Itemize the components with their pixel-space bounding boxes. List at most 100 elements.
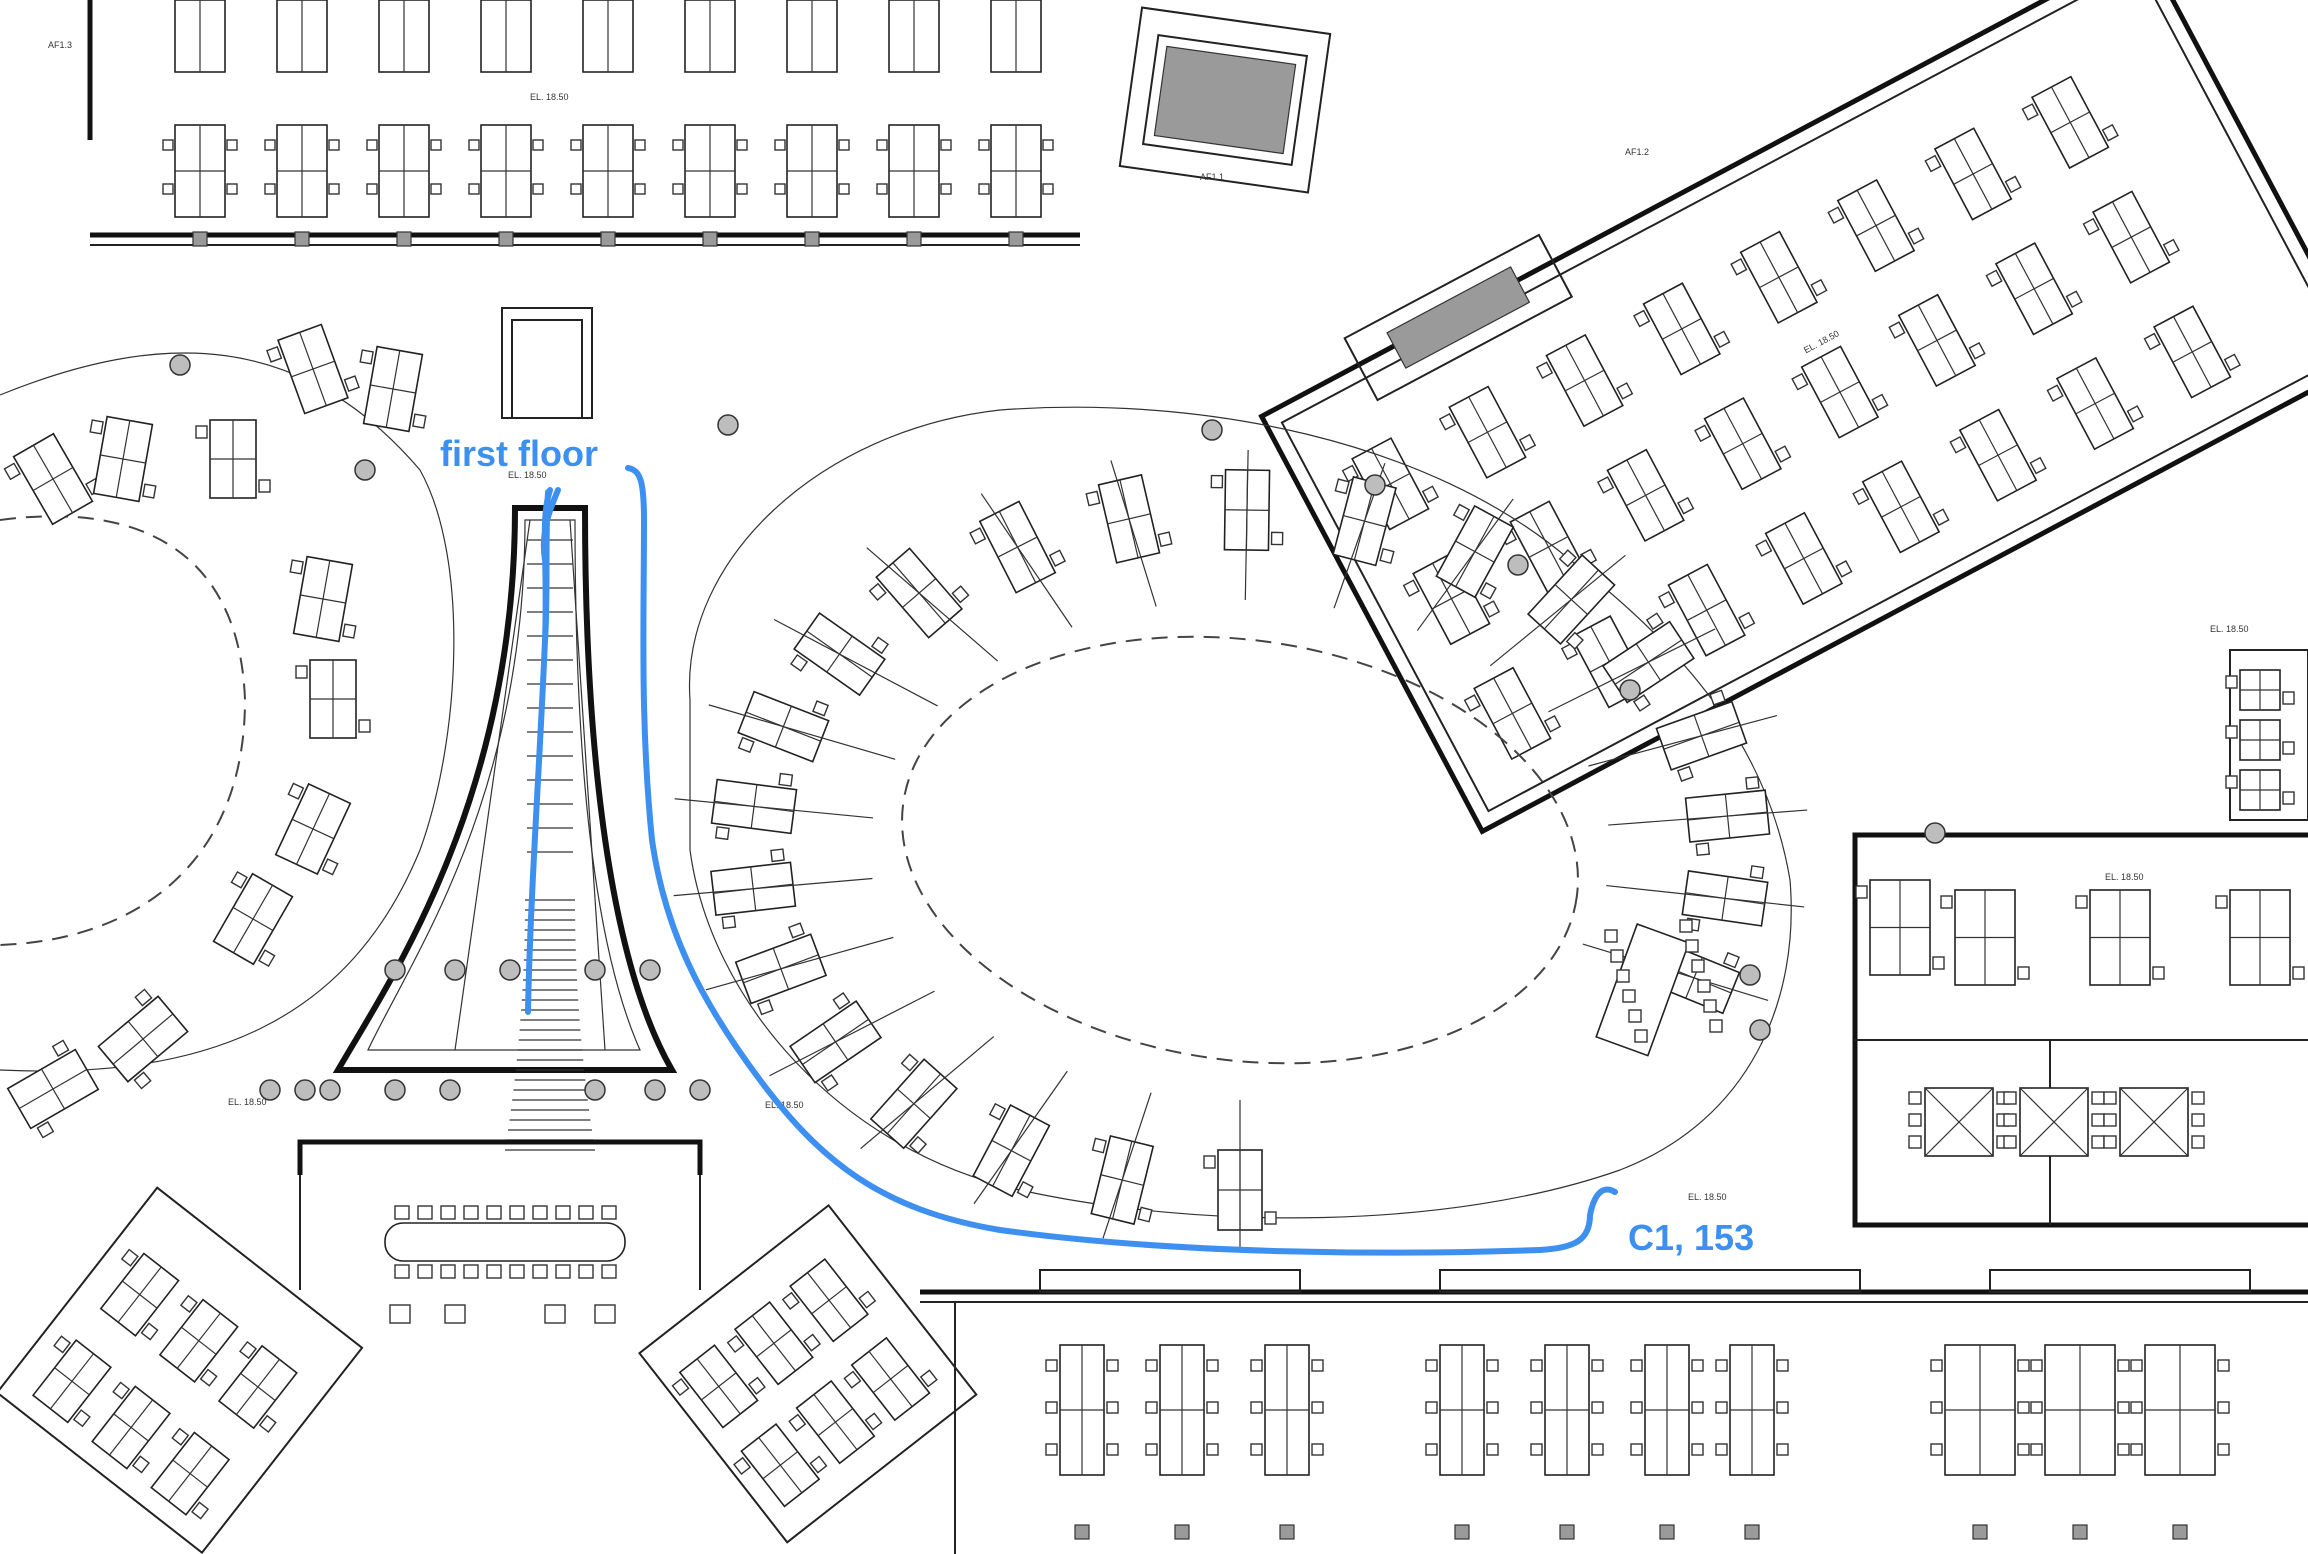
workstation-cluster	[2082, 190, 2180, 284]
chair	[1697, 979, 1711, 993]
workstation-cluster	[1145, 1344, 1219, 1540]
chair	[532, 1205, 548, 1220]
column	[717, 414, 739, 436]
workstation-cluster	[1715, 1344, 1789, 1540]
column	[1924, 822, 1946, 844]
chair	[1616, 969, 1630, 983]
elev-tag-4: EL. 18.50	[228, 1097, 267, 1107]
workstation-cluster	[1045, 1344, 1119, 1540]
chair	[532, 1264, 548, 1279]
column	[639, 959, 661, 981]
column	[499, 959, 521, 981]
elev-tag-7: EL. 18.50	[2105, 872, 2144, 882]
workstation-pod	[2225, 719, 2295, 761]
partition-line	[773, 619, 938, 707]
partition-line	[1102, 1092, 1152, 1239]
office-desk	[843, 1336, 938, 1422]
workstation-pod	[3, 432, 103, 526]
office-desk	[99, 1248, 180, 1341]
workstation-cluster	[1730, 230, 1828, 324]
workstation-pod	[295, 659, 371, 739]
south-conference-room	[297, 1139, 703, 1324]
workstation-pod	[195, 419, 271, 499]
workstation-cluster	[2046, 356, 2144, 451]
workstation-cluster	[468, 124, 544, 247]
column	[384, 1079, 406, 1101]
elev-tag-6: EL. 18.50	[1688, 1192, 1727, 1202]
workstation-cluster	[1827, 178, 1925, 273]
partition-line	[1608, 809, 1808, 826]
workstation-cluster	[264, 124, 340, 247]
chair	[1685, 939, 1699, 953]
workstation-cluster	[1985, 242, 2083, 336]
workstation-cluster	[1630, 1344, 1704, 1540]
column	[1364, 474, 1386, 496]
workstation-pod	[89, 415, 157, 503]
column	[1739, 964, 1761, 986]
column	[1201, 419, 1223, 441]
workstation-cluster	[888, 0, 940, 73]
chair	[463, 1264, 479, 1279]
workstation-cluster	[2021, 75, 2119, 170]
column	[444, 959, 466, 981]
office-desk	[733, 1422, 828, 1508]
partition-line	[1244, 450, 1249, 601]
central-ring: EL. 18.50 EL. 18.50	[673, 406, 1808, 1250]
office-desk	[91, 1381, 172, 1474]
workstation-cluster	[1596, 448, 1695, 543]
chair	[486, 1205, 502, 1220]
office-desk	[781, 1257, 877, 1343]
destination-annotation: C1, 153	[1628, 1217, 1755, 1258]
bottom-workstation-wing	[920, 1269, 2308, 1554]
chair	[601, 1264, 617, 1279]
workstation-cluster	[1694, 396, 1792, 491]
column	[259, 1079, 281, 1101]
elev-tag-3: EL. 18.50	[508, 470, 547, 480]
chair	[1703, 999, 1717, 1013]
partition-line	[769, 990, 935, 1077]
chair	[555, 1264, 571, 1279]
column	[439, 1079, 461, 1101]
column	[384, 959, 406, 981]
workstation-cluster	[2143, 305, 2241, 399]
column	[689, 1079, 711, 1101]
office-desk	[788, 1379, 883, 1465]
meeting-table	[2003, 1087, 2105, 1157]
workstation-cluster	[1633, 282, 1731, 376]
chair	[578, 1264, 594, 1279]
workstation-cluster	[1250, 1344, 1324, 1540]
room-tag-2: AF1.3	[48, 40, 72, 50]
chair	[1622, 989, 1636, 1003]
workstation-pod	[1855, 879, 1945, 976]
partition-line	[1588, 715, 1778, 767]
workstation-cluster	[1755, 511, 1853, 606]
room-tag-3: AF1.2	[1625, 147, 1649, 157]
chair	[440, 1264, 456, 1279]
workstation-cluster	[990, 0, 1042, 73]
chair	[394, 1205, 410, 1220]
chair	[1691, 959, 1705, 973]
workstation-pod	[2225, 769, 2295, 811]
east-workroom: EL. 18.50 EL. 18.50	[1852, 624, 2308, 1228]
room-tag-1: AF1.1	[1200, 172, 1224, 182]
column	[584, 959, 606, 981]
chair	[440, 1205, 456, 1220]
chair	[1709, 1019, 1723, 1033]
column	[354, 459, 376, 481]
west-ring: EL. 18.50 EL. 18.50	[0, 323, 547, 1139]
workstation-cluster	[2030, 1344, 2130, 1540]
workstation-cluster	[1438, 385, 1537, 479]
chair	[444, 1304, 466, 1324]
chair	[1604, 929, 1618, 943]
chair	[1634, 1029, 1648, 1043]
workstation-cluster	[2130, 1344, 2230, 1540]
partition-line	[674, 798, 874, 819]
workstation-cluster	[1657, 563, 1756, 657]
workstation-pod	[1940, 889, 2030, 986]
workstation-cluster	[1949, 408, 2047, 502]
partition-line	[673, 877, 873, 897]
column	[584, 1079, 606, 1101]
chair	[417, 1264, 433, 1279]
partition-line	[1416, 498, 1514, 631]
